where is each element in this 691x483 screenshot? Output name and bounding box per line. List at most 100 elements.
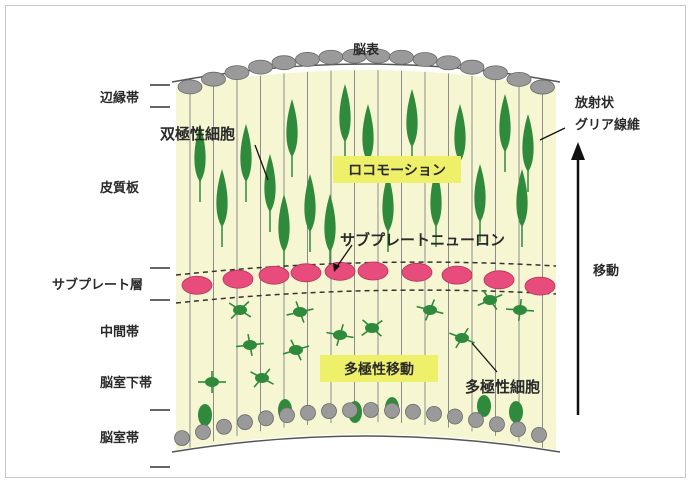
subplate-neuron bbox=[324, 261, 356, 281]
glia-endfoot bbox=[258, 410, 274, 427]
ventricular-surface-line bbox=[171, 435, 561, 453]
multipolar-process bbox=[505, 308, 521, 311]
bipolar-neuron bbox=[216, 169, 228, 227]
glia-endfoot bbox=[459, 59, 485, 75]
bipolar-neuron bbox=[382, 174, 394, 232]
glia-endfoot bbox=[447, 408, 463, 425]
radial-glia-pointer bbox=[539, 127, 566, 141]
multipolar-process bbox=[449, 332, 463, 339]
subplate-lower-border bbox=[175, 289, 557, 304]
multipolar-process bbox=[230, 309, 241, 320]
multipolar-process bbox=[249, 342, 264, 346]
bipolar-neuron bbox=[362, 104, 374, 162]
surface-label: 脳表 bbox=[353, 42, 380, 58]
subplate-neuron bbox=[441, 265, 473, 285]
bipolar-neuron bbox=[516, 169, 528, 227]
bipolar-neuron bbox=[240, 124, 252, 182]
glia-endfoot bbox=[489, 416, 505, 433]
layer-label-cortical-plate: 皮質板 bbox=[99, 180, 140, 196]
subplate-neuron-label: サブプレートニューロン bbox=[340, 231, 505, 249]
multipolar-process bbox=[517, 309, 521, 322]
multipolar-process bbox=[361, 327, 373, 337]
bipolar-neuron bbox=[264, 154, 276, 212]
glia-endfoot bbox=[363, 402, 379, 418]
subplate-neuron bbox=[401, 262, 433, 282]
multipolar-process bbox=[482, 289, 491, 301]
pial-surface-line bbox=[171, 63, 561, 83]
multipolar-process bbox=[282, 349, 297, 355]
glia-endfoot bbox=[195, 424, 211, 440]
multipolar-process bbox=[429, 299, 436, 311]
multipolar-process bbox=[336, 334, 341, 346]
subplate-pointer bbox=[335, 244, 353, 269]
multipolar-process bbox=[236, 344, 251, 348]
multipolar-process bbox=[295, 301, 301, 313]
bipolar-neuron bbox=[522, 114, 534, 172]
subplate-neuron bbox=[524, 276, 556, 296]
layer-label-subplate: サブプレート層 bbox=[52, 277, 143, 293]
multipolar-migration-highlight bbox=[320, 355, 438, 382]
bipolar-neuron bbox=[286, 99, 298, 157]
bipolar-neuron bbox=[474, 164, 486, 222]
layer-label-marginal: 辺縁帯 bbox=[100, 90, 139, 106]
glia-endfoot bbox=[530, 79, 555, 95]
multipolar-process bbox=[295, 345, 310, 351]
multipolar-migration-label: 多極性移動 bbox=[344, 361, 414, 378]
glia-endfoot bbox=[177, 79, 203, 95]
multipolar-process bbox=[519, 298, 523, 311]
multipolar-process bbox=[429, 309, 444, 315]
multipolar-process bbox=[239, 300, 250, 311]
multipolar-neurons bbox=[198, 289, 535, 393]
multipolar-process bbox=[489, 293, 503, 301]
radial-glia-label-line2: グリア線維 bbox=[575, 117, 640, 133]
multipolar-process bbox=[424, 309, 431, 321]
vz-neuron bbox=[509, 401, 523, 423]
multipolar-process bbox=[290, 339, 297, 351]
bipolar-neuron bbox=[454, 104, 466, 162]
glia-endfoot bbox=[342, 402, 358, 419]
multipolar-process bbox=[489, 299, 498, 311]
glia-endfoot bbox=[237, 414, 253, 431]
bipolar-pointer bbox=[254, 144, 269, 181]
multipolar-process bbox=[339, 324, 344, 336]
bipolar-neurons bbox=[194, 84, 534, 272]
radial-glia-label-line1: 放射状 bbox=[574, 95, 615, 111]
bipolar-neuron bbox=[406, 89, 418, 147]
migration-direction-label: 移動 bbox=[593, 263, 619, 279]
multipolar-process bbox=[371, 319, 383, 329]
glia-endfoot bbox=[483, 65, 508, 81]
glia-endfoot bbox=[426, 405, 442, 422]
subplate-neuron bbox=[357, 261, 389, 281]
bipolar-neuron bbox=[430, 169, 442, 227]
subplate-neuron bbox=[290, 263, 322, 283]
glia-endfoot bbox=[506, 71, 532, 87]
multipolar-cell-label: 多極性細胞 bbox=[465, 378, 540, 396]
bipolar-neuron bbox=[324, 194, 336, 252]
glia-endfoot bbox=[174, 430, 190, 447]
multipolar-process bbox=[477, 299, 491, 307]
glia-endfoot bbox=[321, 403, 337, 420]
subplate-neuron bbox=[181, 275, 213, 295]
multipolar-process bbox=[261, 377, 274, 385]
bipolar-neuron bbox=[278, 194, 290, 252]
bipolar-neuron bbox=[499, 94, 511, 152]
multipolar-process bbox=[247, 333, 251, 346]
multipolar-process bbox=[295, 349, 302, 361]
subplate-neuron bbox=[258, 265, 290, 285]
vz-neuron bbox=[477, 395, 491, 417]
glia-endfeet-bottom bbox=[174, 402, 547, 447]
bipolar-neuron bbox=[304, 174, 316, 232]
multipolar-process bbox=[250, 371, 263, 379]
subplate-neuron bbox=[222, 269, 254, 289]
glia-endfoot bbox=[510, 421, 526, 438]
multipolar-process bbox=[299, 308, 314, 313]
glia-endfoot bbox=[295, 52, 320, 67]
glia-endfoot bbox=[271, 55, 297, 71]
locomotion-highlight bbox=[333, 156, 461, 183]
multipolar-process bbox=[371, 327, 382, 337]
glia-endfoot bbox=[300, 404, 316, 421]
glia-endfeet-top bbox=[177, 48, 555, 95]
multipolar-process bbox=[299, 311, 305, 323]
glia-endfoot bbox=[412, 52, 438, 67]
